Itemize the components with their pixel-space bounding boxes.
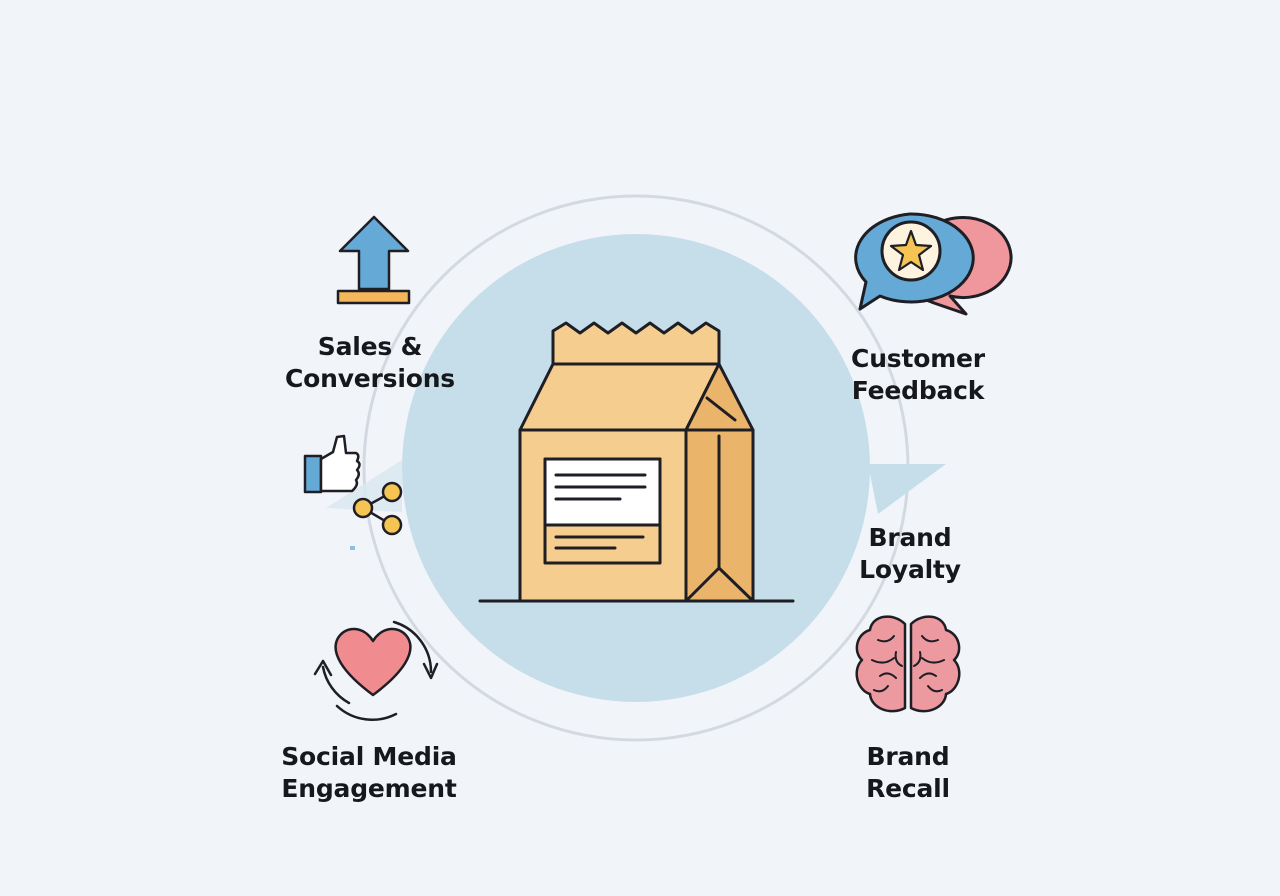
social-media-engagement-label: Social Media Engagement [259, 741, 479, 805]
brand-recall-label: Brand Recall [808, 741, 1008, 805]
feedback-label-line-1: Customer [851, 344, 985, 373]
heart-cycle-icon [313, 620, 439, 721]
loyalty-label-line-1: Brand [868, 523, 952, 552]
feedback-label-line-2: Feedback [851, 376, 985, 405]
cycle-left-wedge [326, 460, 402, 512]
brand-loyalty-label: Brand Loyalty [810, 522, 1010, 586]
social-label-line-1: Social Media [281, 742, 457, 771]
sales-label-line-2: Conversions [284, 364, 455, 393]
loyalty-label-line-2: Loyalty [859, 555, 961, 584]
recall-label-line-2: Recall [866, 774, 950, 803]
social-label-line-2: Engagement [281, 774, 457, 803]
sales-label-line-1: Sales & [317, 332, 423, 361]
customer-feedback-label: Customer Feedback [818, 343, 1018, 407]
decor-mark [350, 546, 355, 550]
brain-icon [855, 615, 961, 713]
recall-label-line-1: Brand [866, 742, 950, 771]
speech-bubbles-star-icon [854, 212, 1013, 316]
paper-bag-icon [478, 321, 795, 603]
up-arrow-icon [336, 215, 411, 305]
share-icon [352, 481, 403, 536]
thumbs-up-icon [303, 434, 361, 494]
cycle-arrowhead [868, 464, 946, 514]
sales-conversions-label: Sales & Conversions [270, 331, 470, 395]
